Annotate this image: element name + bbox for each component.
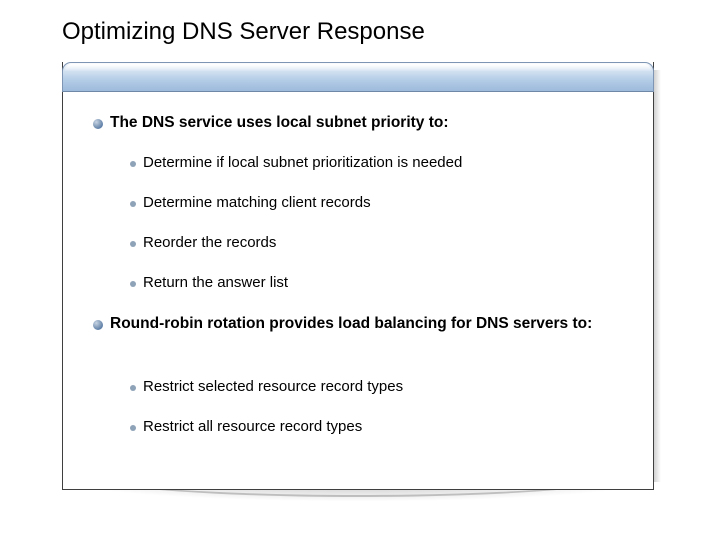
list-item-label: Round-robin rotation provides load balan… (110, 315, 593, 332)
dot-bullet-icon (130, 385, 136, 391)
list-item: Reorder the records (130, 233, 635, 253)
sphere-bullet-icon (93, 119, 103, 129)
list-item-label: The DNS service uses local subnet priori… (110, 114, 449, 131)
list-item: Return the answer list (130, 273, 635, 293)
bullet-list: The DNS service uses local subnet priori… (62, 92, 654, 490)
content-frame-header-bar (62, 62, 654, 92)
dot-bullet-icon (130, 425, 136, 431)
list-item-label: Determine if local subnet prioritization… (143, 154, 463, 171)
header-sheen (65, 64, 651, 71)
frame-shadow-bottom (58, 487, 658, 503)
page-title: Optimizing DNS Server Response (62, 18, 425, 45)
frame-shadow-arc-line (58, 487, 658, 497)
list-item: Restrict selected resource record types (130, 377, 635, 397)
list-item-label: Reorder the records (143, 234, 277, 251)
list-item: Restrict all resource record types (130, 417, 635, 437)
dot-bullet-icon (130, 201, 136, 207)
frame-shadow-right (654, 70, 661, 482)
content-frame (62, 62, 654, 490)
list-item-label: Restrict selected resource record types (143, 378, 404, 395)
dot-bullet-icon (130, 241, 136, 247)
list-item-label: Determine matching client records (143, 194, 371, 211)
dot-bullet-icon (130, 281, 136, 287)
dot-bullet-icon (130, 161, 136, 167)
list-item: Round-robin rotation provides load balan… (93, 313, 623, 334)
list-item: Determine if local subnet prioritization… (130, 153, 635, 173)
list-item: The DNS service uses local subnet priori… (93, 112, 638, 133)
sphere-bullet-icon (93, 320, 103, 330)
list-item-label: Return the answer list (143, 274, 289, 291)
list-item-label: Restrict all resource record types (143, 418, 363, 435)
list-item: Determine matching client records (130, 193, 635, 213)
